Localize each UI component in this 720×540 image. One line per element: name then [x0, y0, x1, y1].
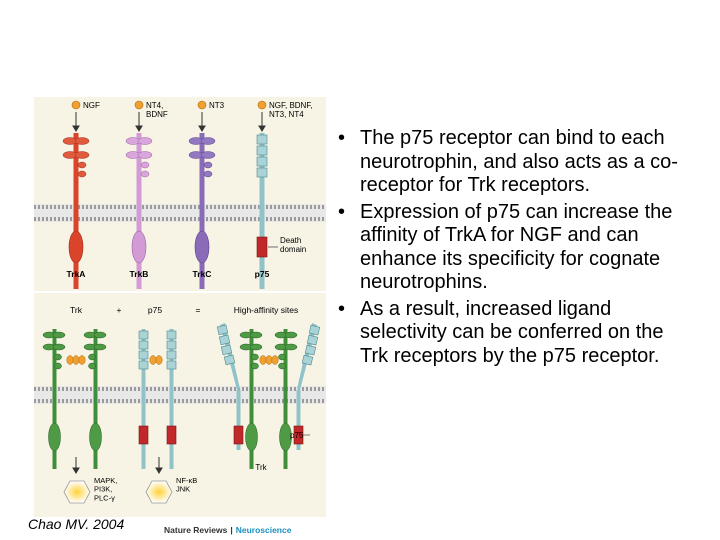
bullet-text: The p75 receptor can bind to each neurot… [360, 127, 678, 196]
journal-credit: Nature Reviews| Neuroscience [164, 525, 292, 535]
p75-pair [138, 329, 177, 469]
ligand-nt4-bdnf [134, 100, 144, 110]
receptor-trkb [125, 133, 153, 289]
receptor-label-trka: TrkA [67, 269, 86, 279]
complex-label-p75: p75 [290, 431, 304, 440]
header-plus: + [117, 305, 122, 315]
ligand-all [257, 100, 267, 110]
receptor-label-trkc: TrkC [193, 269, 212, 279]
ligand-label-ngf: NGF [83, 101, 100, 110]
bullet-dot: • [338, 200, 346, 223]
header-equals: = [196, 305, 201, 315]
trk-dimer [42, 329, 107, 469]
label-line: NT3, NT4 [269, 110, 304, 119]
neurotrophin-receptor-figure: NGF NT4,BDNF NT3 NGF, BDNF,NT3, NT4 [34, 97, 326, 540]
ngf-dimer-right [259, 355, 279, 365]
header-p75: p75 [148, 305, 162, 315]
label-line: MAPK, [94, 476, 117, 485]
bullet-item: • As a result, increased ligand selectivi… [336, 298, 696, 369]
label-line: NF-κB [176, 476, 197, 485]
label-line: Death [280, 236, 301, 245]
hexagon-trk-signaling [63, 480, 91, 504]
receptor-label-p75: p75 [255, 269, 270, 279]
complex-label-trk: Trk [255, 463, 267, 472]
header-high-affinity: High-affinity sites [234, 305, 299, 315]
header-trk: Trk [70, 305, 83, 315]
label-line: BDNF [146, 110, 168, 119]
journal-separator: | [230, 525, 232, 535]
journal-prefix: Nature Reviews [164, 525, 228, 535]
bullet-item: • The p75 receptor can bind to each neuro… [336, 127, 696, 198]
ligand-nt3 [197, 100, 207, 110]
bullet-text: Expression of p75 can increase the affin… [360, 200, 673, 294]
ngf-dimer-left [66, 355, 86, 365]
high-affinity-complex [216, 323, 321, 469]
bullet-list: • The p75 receptor can bind to each neuro… [336, 127, 696, 371]
bullet-dot: • [338, 297, 346, 320]
hexagon-p75-signaling [145, 480, 173, 504]
bullet-item: • Expression of p75 can increase the affi… [336, 201, 696, 295]
membrane-top [34, 204, 326, 222]
receptor-trkc [188, 133, 216, 289]
bullet-dot: • [338, 127, 346, 149]
label-line: domain [280, 245, 306, 254]
ligand-label-nt3: NT3 [209, 101, 225, 110]
signal-label-trk: MAPK,PI3K,PLC-γ [94, 476, 117, 502]
receptor-label-trkb: TrkB [130, 269, 149, 279]
journal-name: Neuroscience [236, 525, 292, 535]
receptor-p75 [256, 133, 278, 289]
ligand-label-nt4-bdnf: NT4,BDNF [146, 101, 168, 119]
bullet-text: As a result, increased ligand selectivit… [360, 297, 664, 367]
label-line: JNK [176, 485, 190, 494]
ligand-label-all: NGF, BDNF,NT3, NT4 [269, 101, 313, 119]
label-line: NT4, [146, 101, 163, 110]
label-line: NGF, BDNF, [269, 101, 313, 110]
label-line: PLC-γ [94, 493, 115, 502]
receptor-trka [62, 133, 90, 289]
ngf-dimer-middle [149, 355, 163, 365]
membrane-bottom [34, 386, 326, 404]
label-line: PI3K, [94, 485, 112, 494]
citation-caption: Chao MV. 2004 [28, 516, 125, 532]
ligand-ngf [71, 100, 81, 110]
